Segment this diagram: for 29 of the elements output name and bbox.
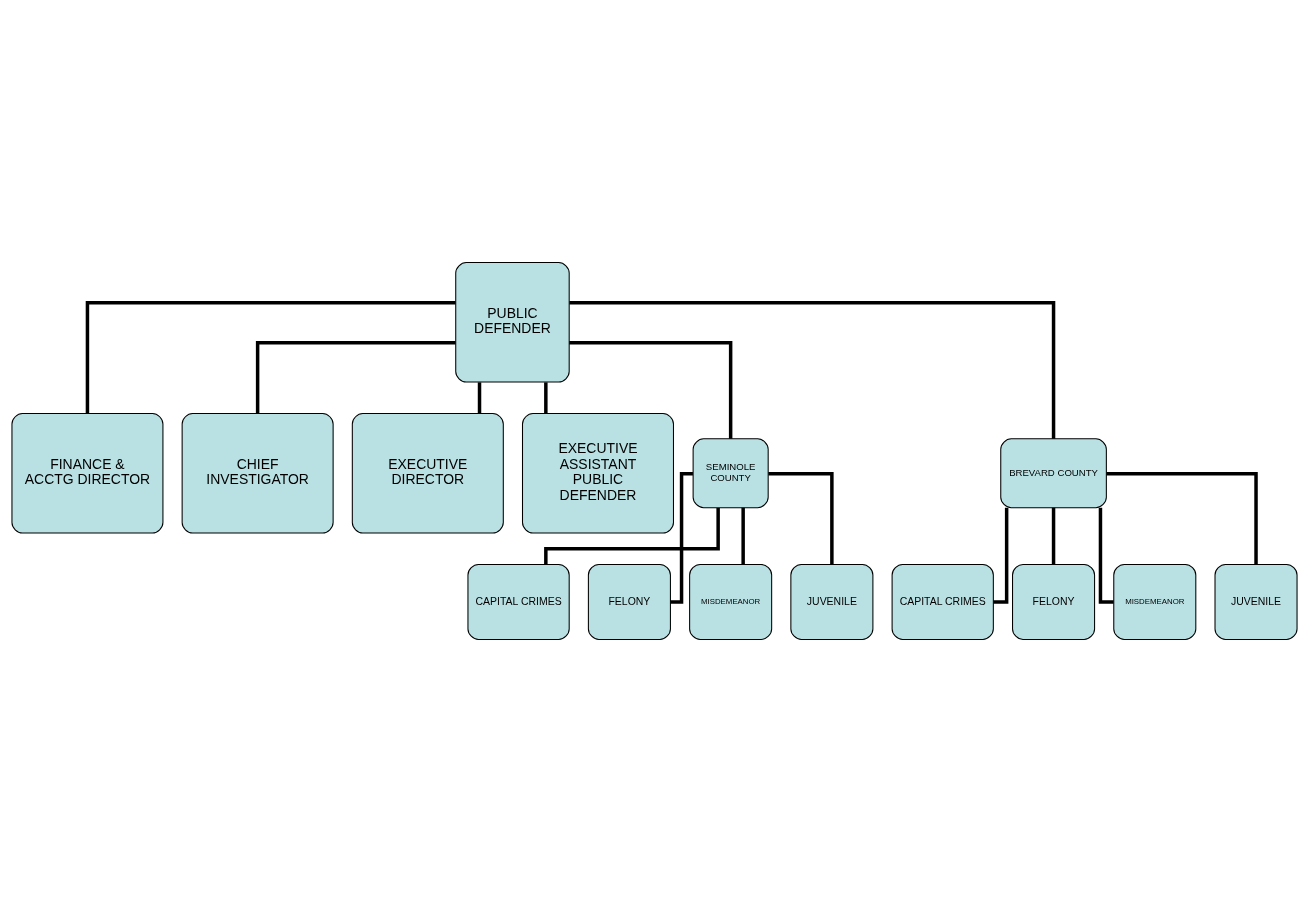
node-box: JUVENILE [1214, 563, 1298, 640]
node-box: EXECUTIVE DIRECTOR [351, 412, 504, 534]
node-box: EXECUTIVE ASSISTANT PUBLIC DEFENDER [521, 412, 674, 534]
connector [1098, 507, 1114, 604]
node-box: BREVARD COUNTY [1000, 437, 1107, 508]
node-box: FELONY [587, 563, 671, 640]
connector [544, 381, 548, 413]
connector [544, 507, 720, 564]
node-box: CAPITAL CRIMES [467, 563, 570, 640]
node-box: MISDEMEANOR [689, 563, 773, 640]
connector [993, 507, 1009, 604]
connector [569, 300, 1056, 439]
node-box: FINANCE & ACCTG DIRECTOR [11, 412, 164, 534]
connector [569, 340, 733, 439]
node-box: JUVENILE [790, 563, 874, 640]
node-box: CHIEF INVESTIGATOR [181, 412, 334, 534]
node-box: PUBLIC DEFENDER [455, 261, 570, 383]
node-box: MISDEMEANOR [1113, 563, 1197, 640]
connector [1106, 471, 1258, 564]
connector [768, 471, 834, 564]
node-box: FELONY [1012, 563, 1096, 640]
connector [477, 381, 482, 413]
connector [670, 471, 693, 604]
connector [85, 300, 456, 413]
connector [1051, 507, 1056, 564]
connector [741, 507, 745, 564]
node-box: SEMINOLE COUNTY [692, 437, 769, 508]
node-box: CAPITAL CRIMES [891, 563, 994, 640]
connector [255, 340, 456, 413]
